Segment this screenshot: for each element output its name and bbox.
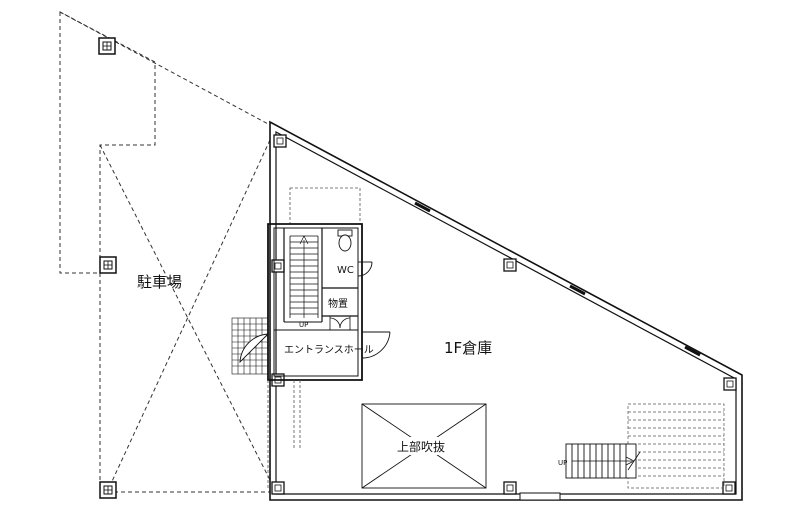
- door-swing-icon[interactable]: [361, 331, 391, 359]
- column-box-icon: [271, 481, 285, 495]
- building-columns: [271, 134, 737, 495]
- column-box-icon: [271, 259, 285, 273]
- building-walls: [269, 120, 743, 501]
- column-box-icon: [99, 256, 117, 274]
- parking-label: 駐車場: [137, 273, 182, 291]
- column-box-icon: [99, 481, 117, 499]
- column-box-icon: [98, 37, 116, 55]
- column-box-icon: [273, 134, 287, 148]
- column-box-icon: [503, 481, 517, 495]
- column-box-icon: [722, 481, 736, 495]
- door-swing-icon[interactable]: [239, 333, 270, 368]
- storage-label: 物置: [328, 297, 348, 310]
- corner-stair-up-label: UP: [558, 459, 567, 467]
- door-swing-icon[interactable]: [357, 261, 373, 277]
- toilet-icon: [337, 229, 353, 252]
- column-box-icon: [503, 258, 517, 272]
- column-box-icon: [723, 377, 737, 391]
- parking-columns: [98, 37, 117, 499]
- door-swing-icon[interactable]: [329, 316, 351, 330]
- void-label: 上部吹抜: [397, 439, 445, 454]
- entrance-grid: [231, 317, 269, 375]
- warehouse-label: 1F倉庫: [444, 339, 492, 357]
- main-stair: [289, 235, 319, 318]
- upper-stair-dashed: [627, 403, 725, 489]
- corner-stair: [565, 443, 641, 479]
- parking-area: [59, 11, 271, 493]
- wc-label: WC: [337, 265, 354, 276]
- stair-up-label: UP: [299, 321, 308, 329]
- entrance-hall-label: エントランスホール: [284, 344, 374, 356]
